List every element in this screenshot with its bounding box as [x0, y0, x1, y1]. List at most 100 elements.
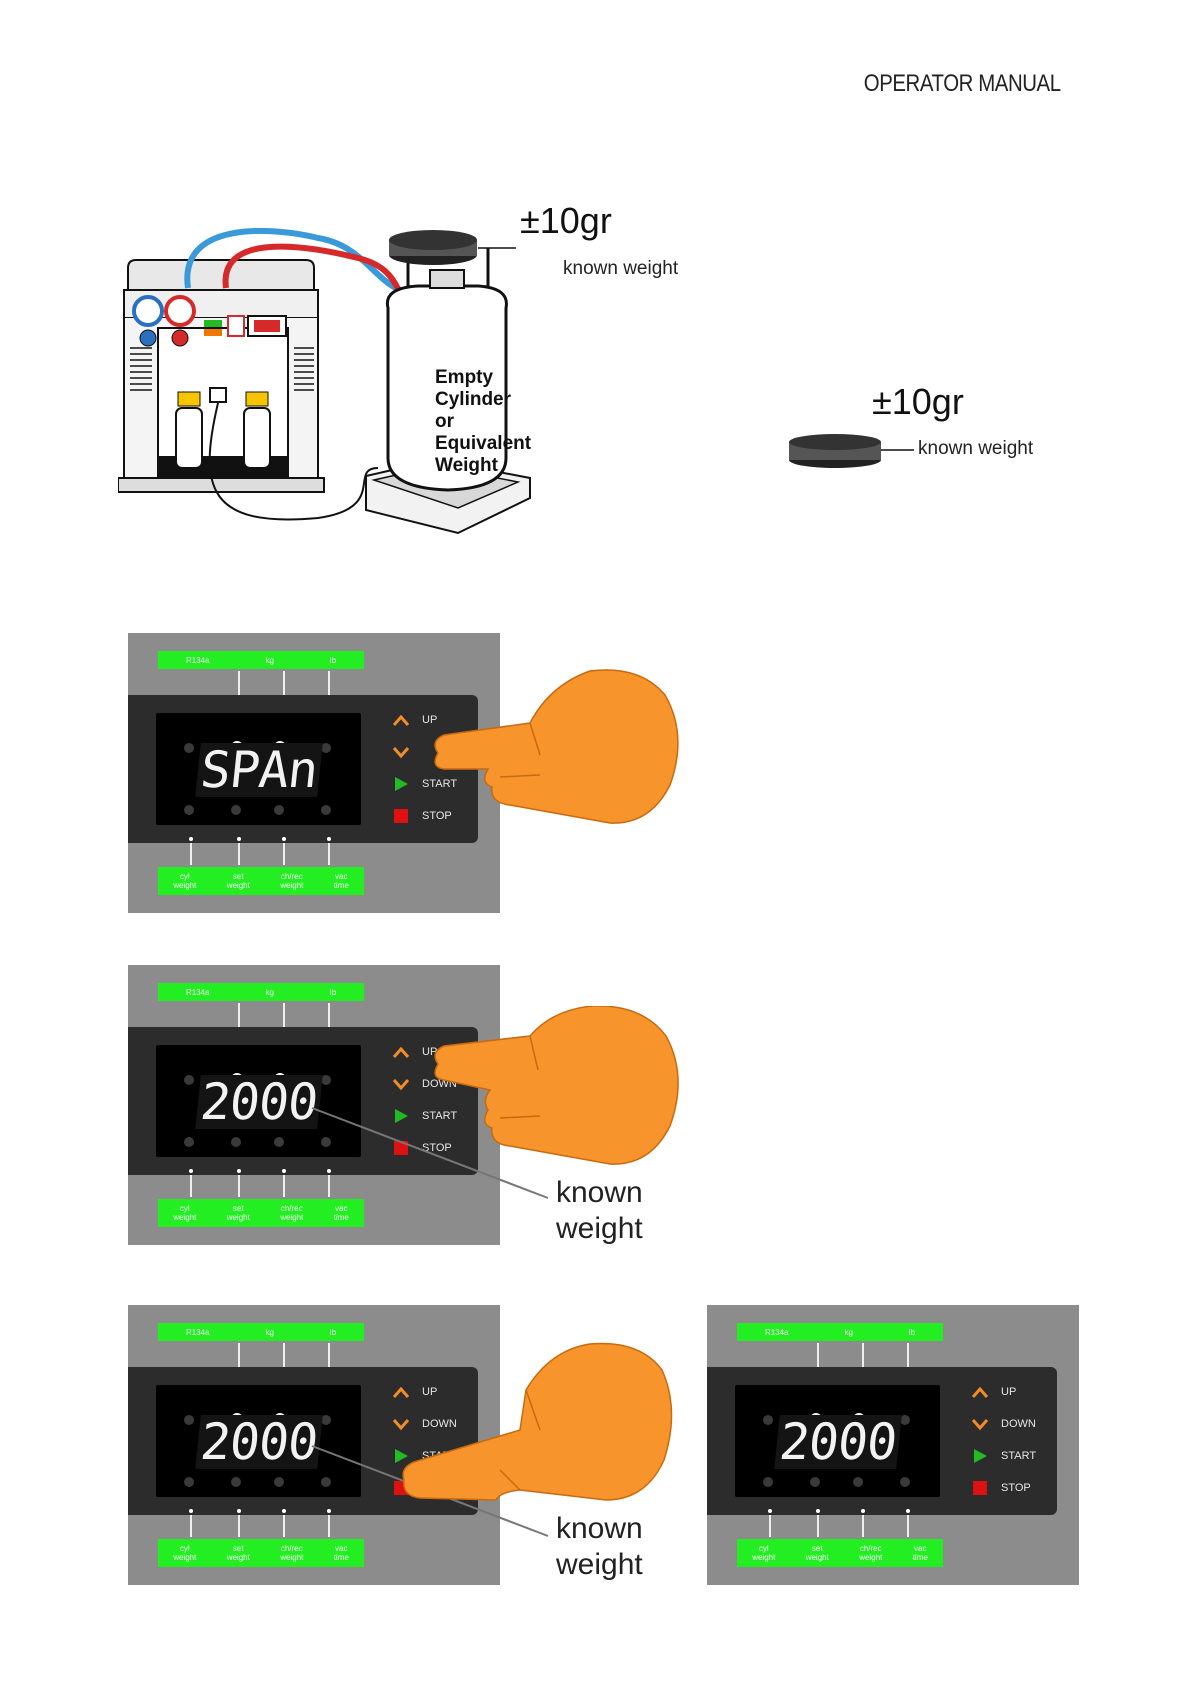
start-label: START [422, 778, 458, 790]
up-button[interactable]: UP [390, 709, 437, 731]
status-led [763, 1415, 773, 1425]
known-weight-label-1: known weight [563, 258, 679, 279]
stop-button[interactable]: STOP [390, 1137, 452, 1159]
stop-button[interactable]: STOP [390, 805, 452, 827]
indicator-line [817, 1343, 819, 1367]
empty-cylinder [385, 248, 508, 492]
indicator-line [328, 843, 330, 865]
down-button[interactable]: DOWN [390, 1413, 457, 1435]
down-label: DOWN [422, 1418, 457, 1430]
down-button[interactable] [390, 741, 422, 763]
indicator-line [769, 1515, 771, 1537]
indicator-line [238, 1343, 240, 1367]
status-led [900, 1415, 910, 1425]
unit-label: R134a [185, 1327, 210, 1337]
hand-pressing-start [402, 1342, 673, 1501]
play-icon [969, 1445, 991, 1467]
indicator-line [283, 1515, 285, 1537]
play-icon [390, 773, 412, 795]
status-led [231, 805, 241, 815]
chevron-down-icon [390, 741, 412, 763]
indicator-dot [861, 1509, 865, 1513]
unit-label: R134a [764, 1327, 789, 1337]
start-label: START [422, 1110, 458, 1122]
indicator-line [907, 1343, 909, 1367]
chevron-down-icon [390, 1073, 412, 1095]
start-button[interactable]: START [390, 773, 457, 795]
indicator-line [328, 1515, 330, 1537]
indicator-line [190, 1175, 192, 1197]
callout-line-2 [311, 1107, 549, 1199]
known-weight-callout-2: known weight [556, 1176, 643, 1245]
chevron-down-icon [969, 1413, 991, 1435]
start-button[interactable]: START [390, 1105, 457, 1127]
display-window: 2000 [156, 1045, 361, 1157]
unit-label: R134a [185, 987, 210, 997]
status-led [184, 1477, 194, 1487]
start-label: START [1001, 1450, 1037, 1462]
status-led [274, 1137, 284, 1147]
indicator-dot [189, 837, 193, 841]
indicator-dot [768, 1509, 772, 1513]
indicator-dot [816, 1509, 820, 1513]
unit-label: lb [329, 987, 337, 997]
unit-label: kg [844, 1327, 853, 1337]
play-icon [390, 1105, 412, 1127]
indicator-line [907, 1515, 909, 1537]
display-window: 2000 [735, 1385, 940, 1497]
status-led [321, 1137, 331, 1147]
status-led [763, 1477, 773, 1487]
chevron-up-icon [969, 1381, 991, 1403]
indicator-dot [906, 1509, 910, 1513]
indicator-line [283, 1343, 285, 1367]
unit-label: kg [265, 1327, 274, 1337]
indicator-dot [189, 1509, 193, 1513]
indicator-dot [282, 1169, 286, 1173]
display-window: SPAn [156, 713, 361, 825]
indicator-dot [237, 1169, 241, 1173]
unit-label: lb [329, 1327, 337, 1337]
control-section: SPAn UP START STOP [128, 695, 478, 843]
seven-segment-readout: SPAn [195, 741, 323, 799]
up-button[interactable]: UP [390, 1381, 437, 1403]
indicator-line [862, 1343, 864, 1367]
indicator-line [238, 843, 240, 865]
known-weight-label-2: known weight [918, 438, 1034, 459]
unit-label-strip: R134a kg lb [158, 1323, 364, 1341]
known-weight-disc-1 [389, 230, 516, 265]
indicator-line [328, 671, 330, 695]
play-icon [390, 1445, 412, 1467]
stop-button[interactable]: STOP [969, 1477, 1031, 1499]
start-button[interactable]: START [969, 1445, 1036, 1467]
status-led [231, 1477, 241, 1487]
unit-label: kg [265, 655, 274, 665]
indicator-dot [282, 1509, 286, 1513]
down-button[interactable]: DOWN [969, 1413, 1036, 1435]
recovery-machine [118, 259, 325, 493]
up-button[interactable]: UP [390, 1041, 437, 1063]
indicator-dot [327, 1509, 331, 1513]
chevron-up-icon [390, 1041, 412, 1063]
tolerance-label-1: ±10gr [520, 200, 612, 241]
up-button[interactable]: UP [969, 1381, 1016, 1403]
status-led [853, 1477, 863, 1487]
indicator-line [328, 1175, 330, 1197]
stop-icon [969, 1477, 991, 1499]
status-led [184, 1137, 194, 1147]
cylinder-label: Empty Cylinder or Equivalent Weight [435, 367, 532, 476]
display-window: 2000 [156, 1385, 361, 1497]
